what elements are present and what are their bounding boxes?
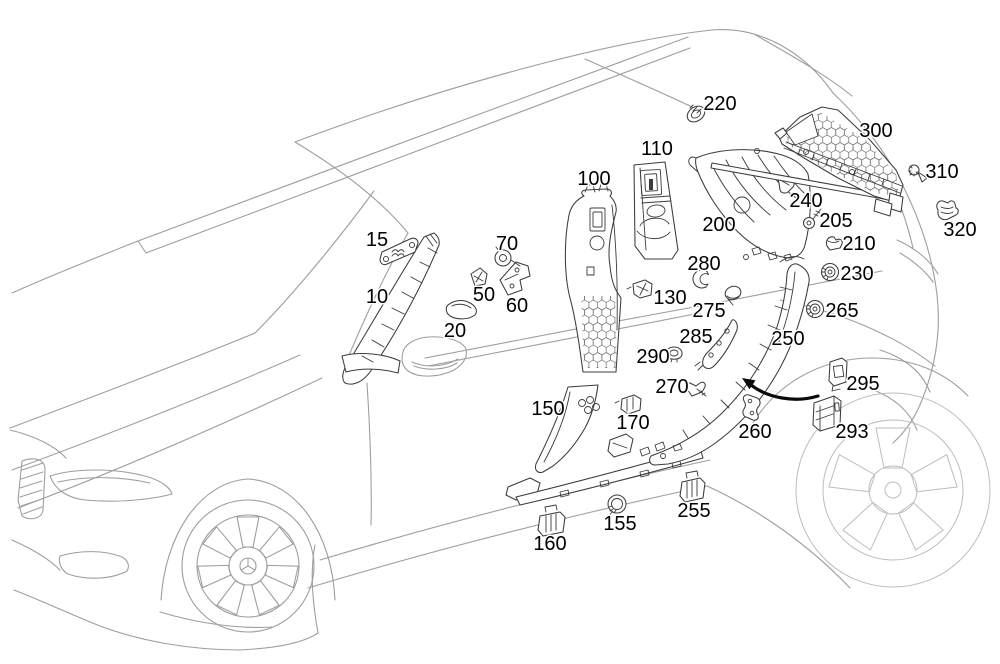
part-label-10: 10 — [366, 286, 388, 308]
rear-wheel — [795, 392, 991, 588]
part-label-270: 270 — [655, 376, 688, 398]
part-label-110: 110 — [641, 138, 673, 160]
part-280-ring — [692, 269, 709, 289]
part-110-pillar-panel — [633, 161, 679, 260]
part-100-b-pillar-upper-trim — [564, 183, 622, 373]
part-label-210: 210 — [842, 233, 875, 255]
pointer-arrow — [742, 378, 820, 401]
part-label-170: 170 — [616, 412, 649, 434]
part-260-bracket — [742, 394, 761, 421]
part-label-290: 290 — [636, 346, 669, 368]
part-label-300: 300 — [859, 120, 892, 142]
part-285-pillar-strip — [694, 319, 738, 371]
part-label-255: 255 — [677, 500, 710, 522]
part-300-d-pillar-net-trim — [710, 106, 904, 217]
part-label-265: 265 — [825, 300, 858, 322]
part-label-320: 320 — [943, 219, 976, 241]
part-label-155: 155 — [603, 513, 636, 535]
part-205-screw — [802, 208, 822, 230]
part-15-bracket — [379, 237, 419, 266]
mercedes-star-icon — [239, 557, 257, 575]
part-label-20: 20 — [444, 320, 466, 342]
part-label-250: 250 — [771, 328, 804, 350]
part-label-240: 240 — [789, 190, 822, 212]
part-label-150: 150 — [531, 398, 564, 420]
part-275-cap — [724, 285, 742, 306]
part-295-switch — [828, 357, 848, 392]
part-label-285: 285 — [679, 326, 712, 348]
part-230-grommet — [820, 262, 840, 282]
part-label-60: 60 — [506, 295, 528, 317]
part-310-push-pin — [908, 164, 928, 183]
part-label-293: 293 — [835, 421, 868, 443]
part-270-clip — [685, 381, 707, 397]
part-label-50: 50 — [473, 284, 495, 306]
part-label-160: 160 — [533, 533, 566, 555]
part-265-grommet — [805, 299, 825, 319]
part-label-130: 130 — [653, 287, 686, 309]
parts-layer — [341, 104, 959, 537]
part-20-cover — [445, 300, 477, 320]
part-320-clip — [936, 200, 959, 221]
part-label-280: 280 — [687, 253, 720, 275]
part-210-clip — [825, 236, 843, 251]
part-label-295: 295 — [846, 373, 879, 395]
part-60-bracket — [499, 261, 531, 296]
part-170-clip — [614, 394, 642, 415]
part-label-15: 15 — [366, 229, 388, 251]
part-label-70: 70 — [496, 233, 518, 255]
part-130-clip — [626, 279, 653, 299]
part-label-230: 230 — [840, 263, 873, 285]
part-250-sill-garnish — [639, 256, 810, 466]
part-290-grommet — [665, 346, 683, 363]
part-label-205: 205 — [819, 210, 852, 232]
part-10-a-pillar-trim — [341, 232, 440, 385]
car-body-outline — [9, 29, 969, 651]
part-label-100: 100 — [577, 168, 610, 190]
part-70-fastener — [494, 246, 521, 267]
part-label-310: 310 — [925, 161, 958, 183]
part-label-220: 220 — [703, 93, 736, 115]
part-255-clip — [679, 470, 706, 503]
part-155-grommet — [607, 494, 627, 518]
part-293-switch-block — [812, 395, 842, 432]
front-wheel-spokes — [197, 516, 299, 616]
part-label-260: 260 — [738, 421, 771, 443]
part-label-275: 275 — [692, 300, 725, 322]
part-220-clip — [686, 104, 706, 123]
part-50-clip — [470, 267, 488, 287]
part-160-clip — [537, 504, 566, 537]
part-label-200: 200 — [702, 214, 735, 236]
